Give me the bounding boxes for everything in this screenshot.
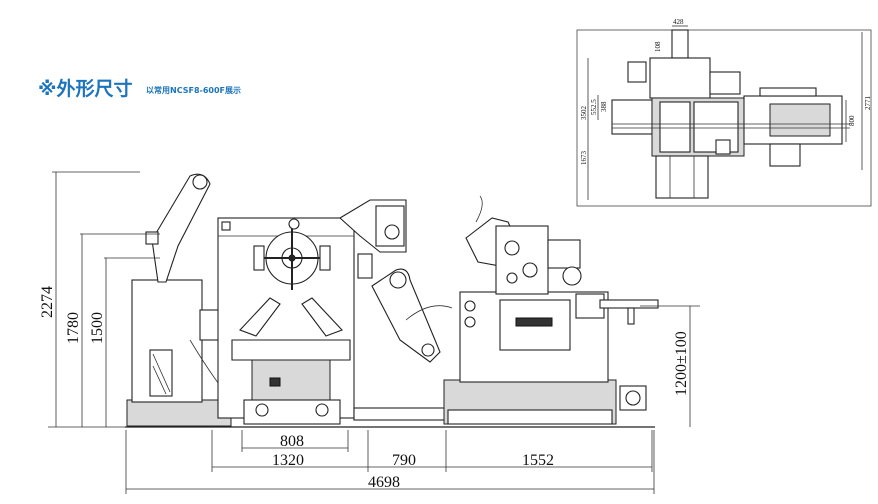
dim-width-total: 4698 bbox=[368, 474, 400, 491]
dim-width-feeder: 1552 bbox=[522, 452, 554, 469]
dim-height-overall: 2274 bbox=[39, 286, 56, 318]
dim-overall-depth: 3502 bbox=[580, 106, 588, 121]
dim-depth-b: 388 bbox=[600, 101, 608, 112]
dim-overall-right: 2771 bbox=[864, 96, 872, 111]
dim-right-inner: 800 bbox=[848, 115, 856, 126]
dim-depth-c: 1673 bbox=[580, 151, 588, 166]
horizontal-dimensions: 808 1320 790 1552 4698 bbox=[125, 430, 655, 494]
side-view bbox=[125, 173, 659, 428]
dim-height-reel: 1500 bbox=[89, 312, 106, 344]
dim-height-stand: 1780 bbox=[65, 312, 82, 344]
top-view: 428 108 3502 552.5 388 1673 2771 800 bbox=[576, 18, 872, 207]
dim-top-width: 428 bbox=[673, 18, 684, 26]
dim-width-base: 808 bbox=[280, 433, 304, 450]
dim-height-feed-line: 1200±100 bbox=[673, 331, 690, 396]
vertical-dimensions: 2274 1780 1500 1200±100 bbox=[39, 171, 700, 428]
dim-depth-a: 552.5 bbox=[590, 99, 598, 115]
dim-width-gap: 790 bbox=[392, 452, 416, 469]
dim-width-reel-section: 1320 bbox=[272, 452, 304, 469]
page-title: ※外形尺寸 bbox=[38, 78, 133, 100]
dim-top-depth: 108 bbox=[654, 41, 662, 52]
page-subtitle: 以常用NCSF8-600F展示 bbox=[146, 86, 241, 95]
